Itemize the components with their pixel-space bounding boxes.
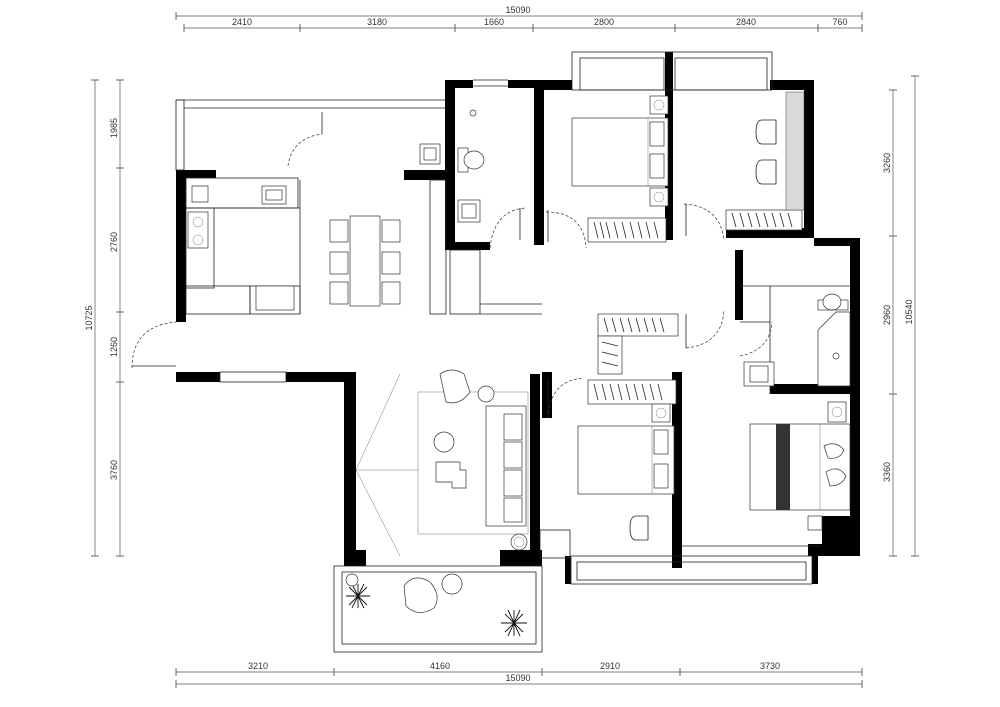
bed-icon-third: [749, 401, 851, 531]
dim-bottom-2: 2910: [600, 661, 620, 671]
chair-icon: [329, 219, 401, 305]
partitions: [185, 51, 850, 585]
dim-top-2: 1660: [484, 17, 504, 27]
sofa-icon: [433, 369, 528, 551]
sink-icon: [261, 109, 851, 387]
dim-top-3: 2800: [594, 17, 614, 27]
dim-right-total: 10540: [904, 299, 914, 324]
dimensions-right: 3260 2960 3360 10540: [882, 75, 919, 557]
dimensions-top: 15090 2410 3180 1660 2800 2840 760: [175, 5, 863, 32]
dim-right-0: 3260: [882, 153, 892, 173]
dim-top-total: 15090: [505, 5, 530, 15]
bed-icon-master: [571, 95, 669, 207]
dim-bottom-3: 3730: [760, 661, 780, 671]
dim-left-2: 1260: [109, 337, 119, 357]
bed-icon-second: [577, 403, 675, 495]
dim-top-4: 2840: [736, 17, 756, 27]
dim-left-0: 1985: [109, 118, 119, 138]
toilet-icon: [457, 119, 849, 541]
balcony-chair: [345, 573, 463, 613]
dim-bottom-0: 3210: [248, 661, 268, 671]
dim-right-2: 3360: [882, 462, 892, 482]
stove-icon: [187, 185, 295, 311]
dim-top-0: 2410: [232, 17, 252, 27]
dim-left-total: 10725: [84, 305, 94, 330]
door-swings: [131, 112, 773, 419]
dim-top-5: 760: [832, 17, 847, 27]
dim-left-1: 2760: [109, 232, 119, 252]
dim-left-3: 3760: [109, 460, 119, 480]
dim-top-1: 3180: [367, 17, 387, 27]
plant-icon: [346, 583, 527, 637]
wardrobe-icon: [587, 91, 805, 405]
dim-right-1: 2960: [882, 305, 892, 325]
walls: [175, 52, 860, 653]
dimensions-left: 10725 1985 2760 1260 3760: [84, 79, 124, 557]
dining-table-icon: [349, 215, 381, 307]
dim-bottom-1: 4160: [430, 661, 450, 671]
living-rug: [355, 373, 529, 557]
dim-bottom-total: 15090: [505, 673, 530, 683]
dimensions-bottom: 3210 4160 2910 3730 15090: [175, 661, 863, 688]
wardrobe-hangers: [593, 212, 793, 401]
